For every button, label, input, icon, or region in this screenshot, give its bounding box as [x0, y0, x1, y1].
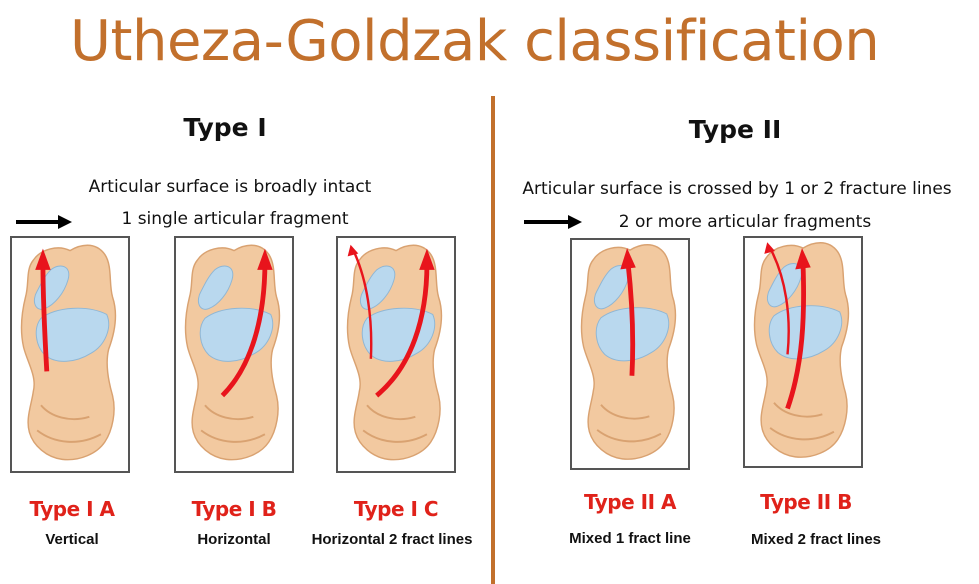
- type-1-description: Articular surface is broadly intact: [40, 175, 420, 199]
- desc-type-1c: Horizontal 2 fract lines: [294, 530, 490, 550]
- calcaneus-illustration: [572, 240, 688, 468]
- label-type-1a: Type I A: [10, 496, 134, 522]
- desc-type-2b: Mixed 2 fract lines: [726, 530, 906, 550]
- diagram-type-2b: [743, 236, 863, 468]
- type-1-heading: Type I: [140, 112, 310, 144]
- type-2-fragments: 2 or more articular fragments: [595, 210, 895, 234]
- calcaneus-illustration: [176, 238, 292, 471]
- type-1-fragments: 1 single articular fragment: [85, 207, 385, 231]
- label-type-2a: Type II A: [568, 489, 692, 515]
- diagram-type-1c: [336, 236, 456, 473]
- calcaneus-illustration: [12, 238, 128, 471]
- calcaneus-illustration: [745, 238, 861, 466]
- desc-type-1a: Vertical: [10, 530, 134, 550]
- diagram-type-1b: [174, 236, 294, 473]
- type-2-description: Articular surface is crossed by 1 or 2 f…: [502, 177, 972, 201]
- desc-type-2a: Mixed 1 fract line: [540, 529, 720, 549]
- label-type-2b: Type II B: [744, 489, 868, 515]
- diagram-type-2a: [570, 238, 690, 470]
- label-type-1b: Type I B: [172, 496, 296, 522]
- arrow-right-icon: [14, 214, 74, 230]
- fracture-arrowhead: [348, 245, 359, 257]
- column-divider: [491, 96, 495, 584]
- label-type-1c: Type I C: [334, 496, 458, 522]
- desc-type-1b: Horizontal: [162, 530, 306, 550]
- arrow-right-icon: [522, 214, 584, 230]
- slide-title: Utheza-Goldzak classification: [70, 2, 890, 82]
- calcaneus-illustration: [338, 238, 454, 471]
- type-2-heading: Type II: [650, 114, 820, 146]
- diagram-type-1a: [10, 236, 130, 473]
